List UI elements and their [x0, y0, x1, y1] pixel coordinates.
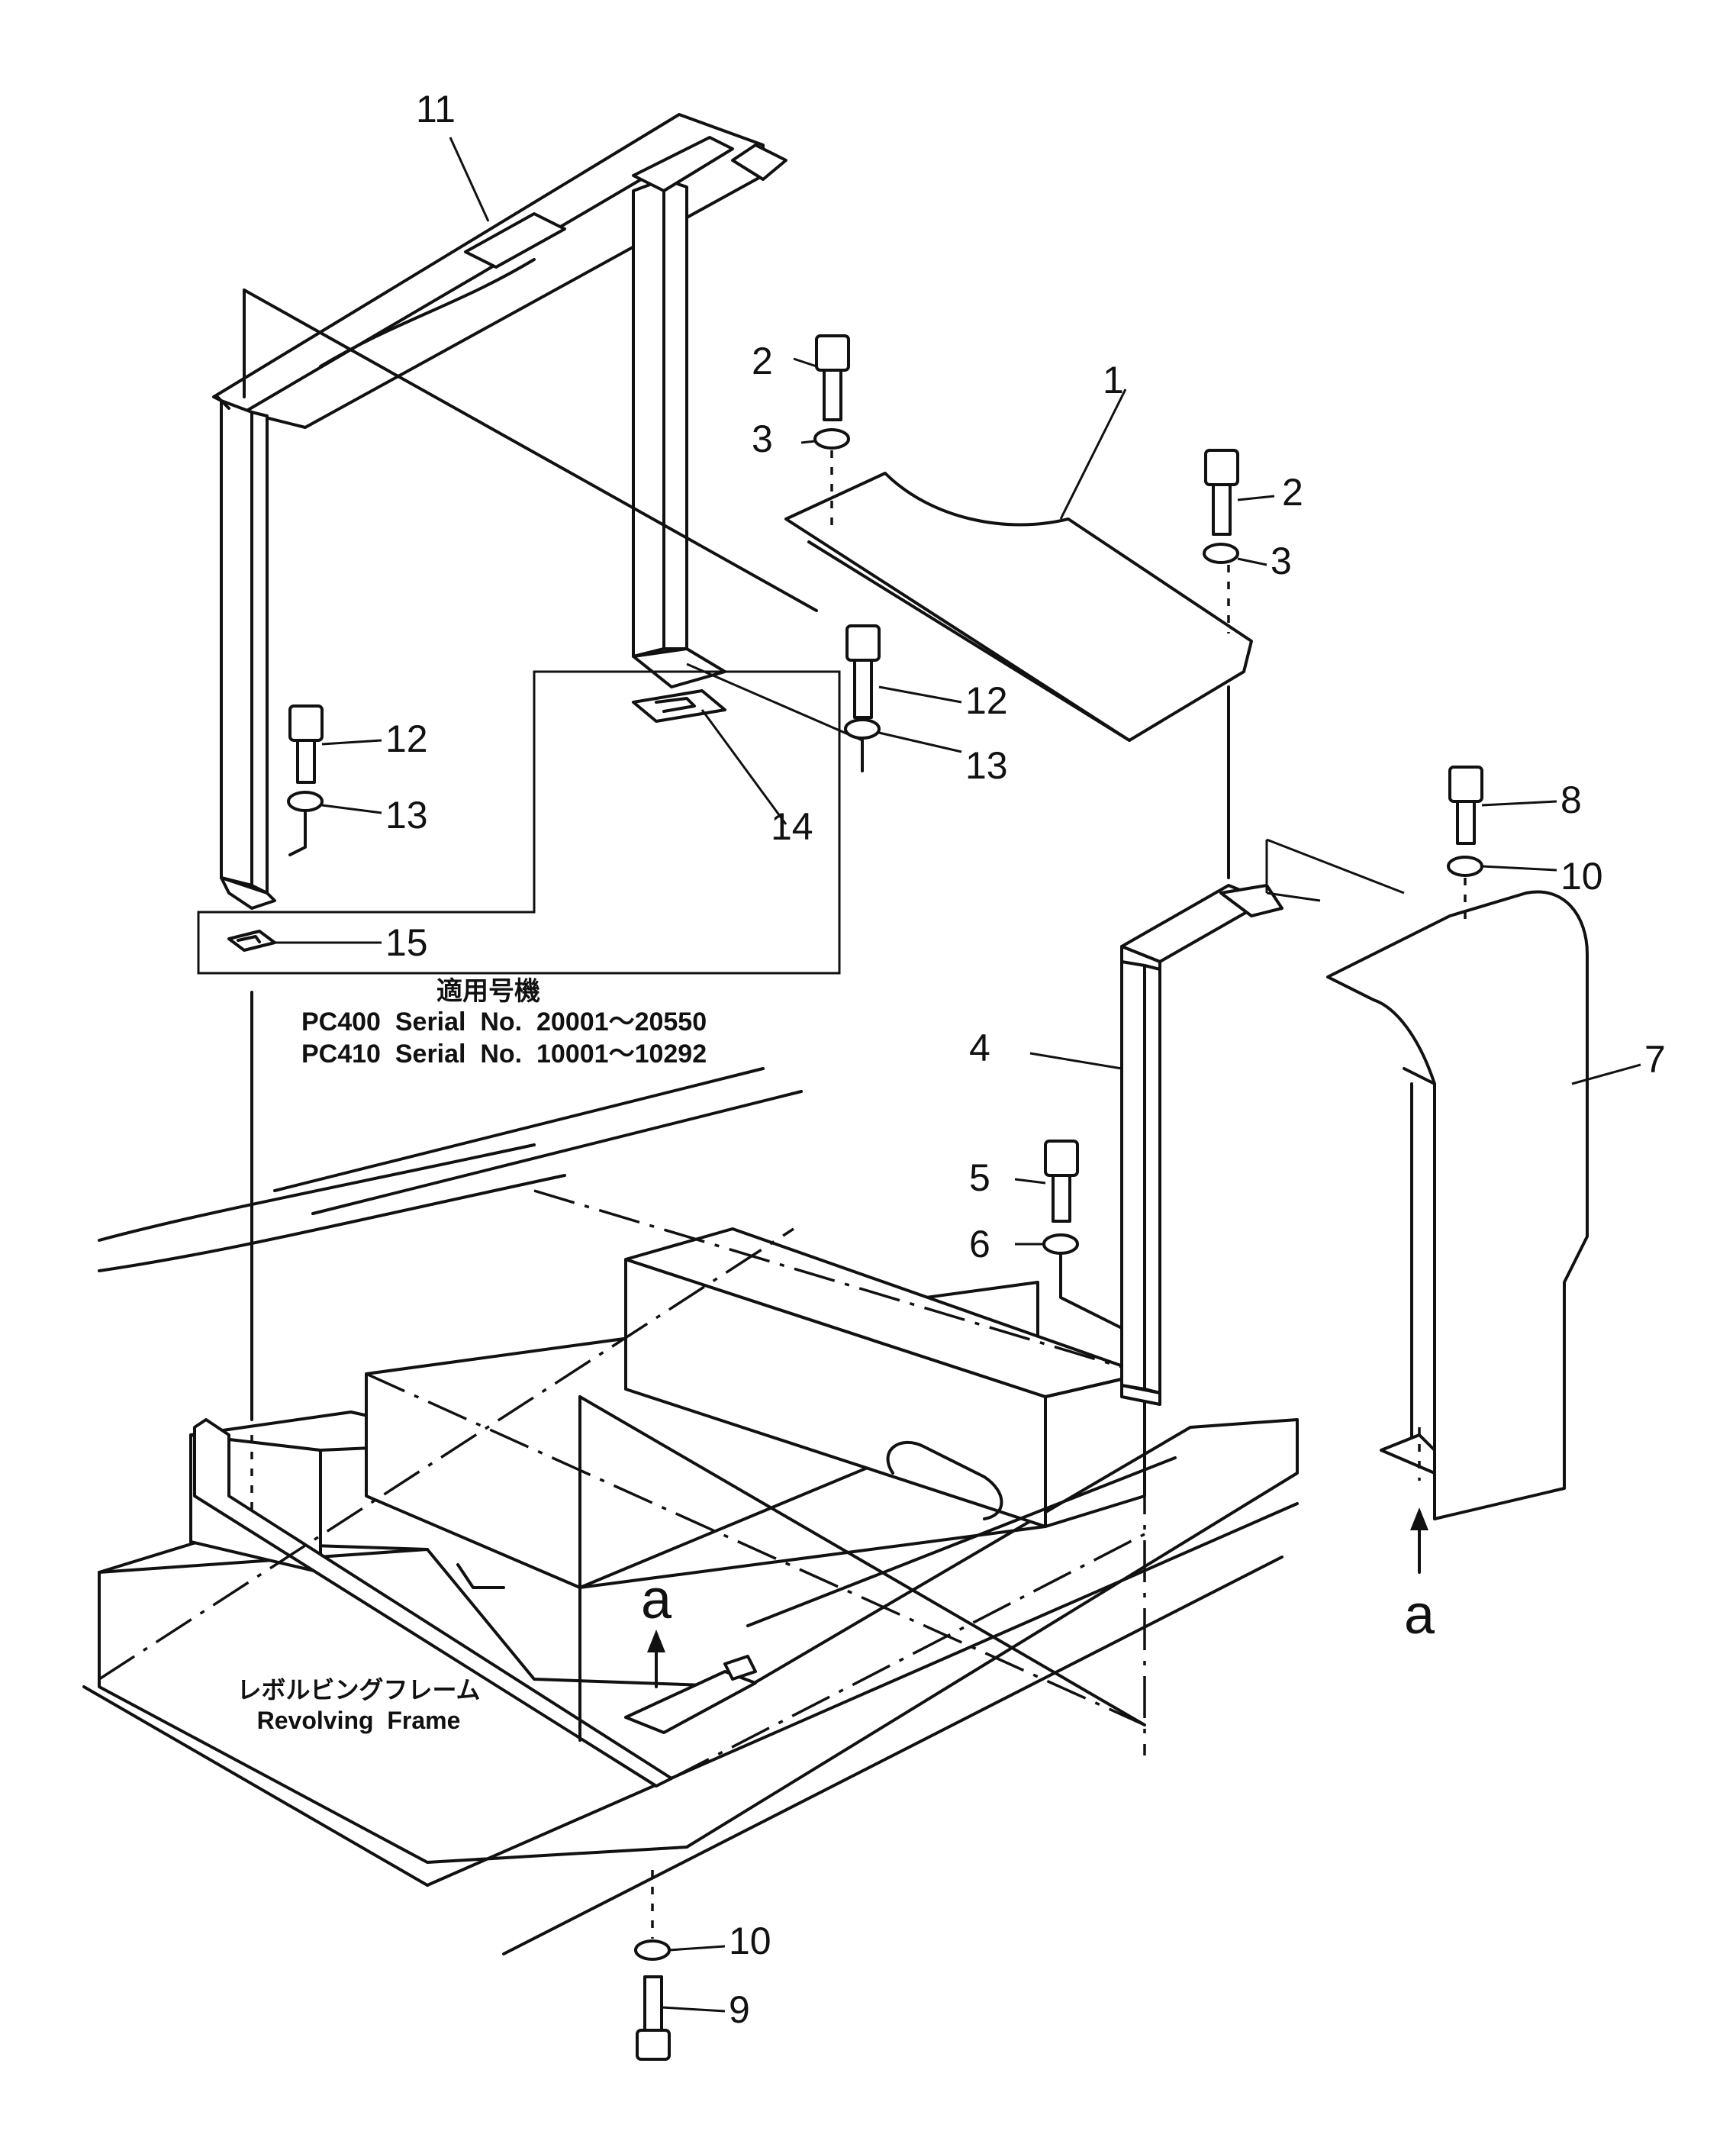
view-arrow-upper-label: a: [641, 1569, 672, 1630]
callout-labels: 1 2 3 2 3 12 13 12 13 14 15 11 4 5 6 7 8…: [385, 88, 1666, 2031]
part-4-post: [1120, 884, 1283, 1406]
callout-14: 14: [771, 805, 813, 848]
callout-3b: 3: [1271, 540, 1292, 582]
part-7-side-cover: [1326, 890, 1589, 1520]
view-arrow-upper: a: [641, 1569, 672, 1688]
callout-4: 4: [969, 1027, 990, 1069]
callout-8: 8: [1560, 779, 1582, 821]
callout-13a: 13: [385, 794, 428, 837]
applicability-heading: 適用号機: [436, 977, 540, 1006]
leader-lines: [275, 137, 1641, 2013]
frame-label-japanese: レボルビングフレーム: [237, 1676, 480, 1704]
callout-9: 9: [729, 1988, 750, 2031]
assembly-lines: [243, 289, 1467, 1939]
applicability-line-1: PC400 Serial No. 20001～20550: [301, 1007, 707, 1036]
part-1-cover: [784, 472, 1253, 742]
part-11-frame: [212, 113, 787, 910]
callout-10a: 10: [1560, 855, 1603, 898]
part-15-shim: [227, 930, 276, 952]
callout-2b: 2: [1282, 471, 1303, 514]
part-14-shim: [632, 689, 726, 723]
callout-12a: 12: [385, 717, 428, 760]
callout-13b: 13: [965, 744, 1008, 787]
frame-label-english: Revolving Frame: [257, 1707, 461, 1734]
applicability-caption: 適用号機 PC400 Serial No. 20001～20550 PC410 …: [301, 977, 707, 1069]
callout-1: 1: [1103, 359, 1124, 401]
callout-6: 6: [969, 1223, 990, 1265]
view-arrow-lower: a: [1404, 1507, 1435, 1646]
callout-12b: 12: [965, 679, 1008, 722]
callout-15: 15: [385, 921, 428, 964]
applicability-outline: [197, 670, 841, 975]
callout-10b: 10: [729, 1920, 771, 1962]
fasteners: [287, 334, 1483, 2061]
callout-2a: 2: [752, 340, 773, 382]
applicability-line-2: PC410 Serial No. 10001～10292: [301, 1040, 707, 1069]
callout-11: 11: [416, 88, 456, 131]
revolving-frame-label: レボルビングフレーム Revolving Frame: [237, 1676, 480, 1734]
callout-5: 5: [969, 1156, 990, 1199]
callout-7: 7: [1644, 1038, 1666, 1081]
revolving-frame: [82, 1067, 1299, 1955]
view-arrow-lower-label: a: [1404, 1585, 1435, 1646]
callout-3a: 3: [752, 417, 773, 460]
